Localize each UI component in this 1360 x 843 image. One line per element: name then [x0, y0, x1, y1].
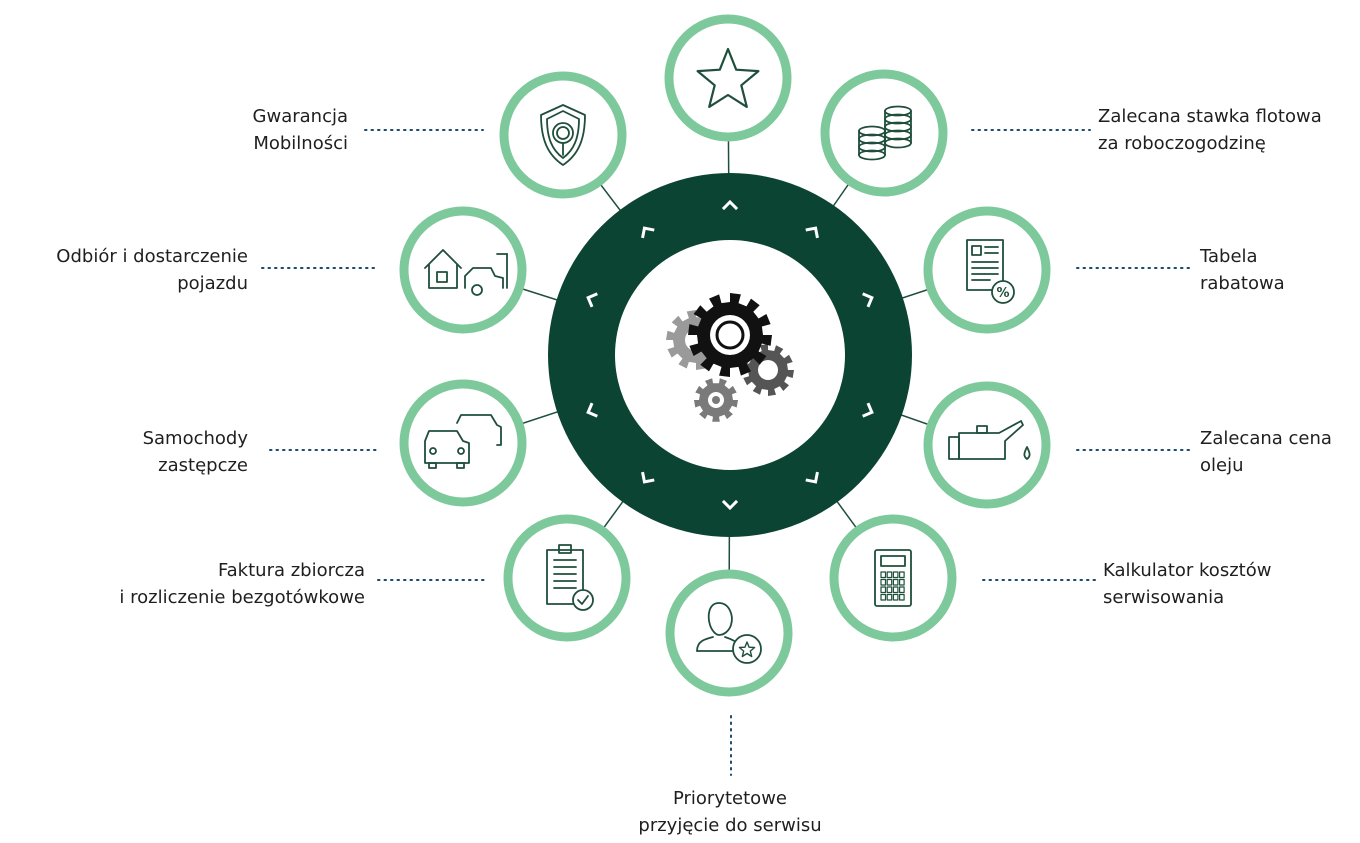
- label-samochody-line2: zastępcze: [158, 455, 248, 476]
- star-icon: [696, 47, 760, 108]
- label-samochody: Samochody zastępcze: [100, 425, 248, 479]
- node-faktura: [503, 514, 631, 642]
- chevron-icon: [805, 471, 819, 484]
- label-kalkulator-line1: Kalkulator kosztów: [1103, 560, 1272, 581]
- gears-icon: [666, 293, 794, 422]
- label-gwarancja-line2: Mobilności: [253, 133, 348, 154]
- node-odbior: [399, 206, 527, 334]
- node-gwarancja: [499, 71, 627, 199]
- label-odbior-line1: Odbiór i dostarczenie: [56, 246, 248, 267]
- clipboard-check-icon: [546, 544, 594, 611]
- node-star: [664, 14, 792, 142]
- shield-icon: [540, 104, 586, 166]
- chevron-icon: [862, 292, 874, 308]
- chevron-icon: [721, 499, 739, 511]
- label-faktura: Faktura zbiorcza i rozliczenie bezgotówk…: [40, 557, 365, 611]
- label-faktura-line2: i rozliczenie bezgotówkowe: [119, 587, 365, 608]
- node-olej: [923, 381, 1051, 509]
- label-priorytet-line1: Priorytetowe: [672, 788, 787, 809]
- label-odbior-line2: pojazdu: [177, 273, 248, 294]
- chevron-icon: [641, 471, 655, 484]
- chevron-icon: [586, 402, 598, 418]
- node-samochody: [399, 379, 527, 507]
- label-stawka-line2: za roboczogodzinę: [1098, 133, 1266, 154]
- coins-icon: [858, 105, 912, 161]
- label-kalkulator-line2: serwisowania: [1103, 587, 1225, 608]
- label-stawka-line1: Zalecana stawka flotowa: [1098, 106, 1322, 127]
- label-odbior: Odbiór i dostarczenie pojazdu: [10, 243, 248, 297]
- calculator-icon: [874, 549, 912, 607]
- label-priorytet: Priorytetowe przyjęcie do serwisu: [590, 785, 870, 839]
- node-priorytet: [665, 569, 793, 697]
- label-olej-line2: oleju: [1200, 455, 1244, 476]
- node-kalkulator: [829, 514, 957, 642]
- label-priorytet-line2: przyjęcie do serwisu: [638, 815, 822, 836]
- person-star-icon: [696, 602, 762, 664]
- cars-icon: [424, 414, 502, 469]
- label-olej: Zalecana cena oleju: [1200, 425, 1350, 479]
- oil-can-icon: [948, 420, 1031, 460]
- label-gwarancja-line1: Gwarancja: [252, 106, 348, 127]
- house-car-icon: [424, 249, 508, 296]
- label-tabela-line1: Tabela: [1200, 246, 1258, 267]
- dotted-leaders: [261, 129, 1191, 776]
- chevron-icon: [721, 199, 739, 211]
- ring-chevrons: [586, 199, 874, 511]
- node-tabela: [923, 206, 1051, 334]
- label-olej-line1: Zalecana cena: [1200, 428, 1332, 449]
- label-kalkulator: Kalkulator kosztów serwisowania: [1103, 557, 1323, 611]
- chevron-icon: [805, 226, 819, 239]
- label-gwarancja: Gwarancja Mobilności: [230, 103, 348, 157]
- label-tabela-line2: rabatowa: [1200, 273, 1285, 294]
- chevron-icon: [862, 402, 874, 418]
- discount-document-icon: %: [966, 239, 1015, 304]
- label-tabela: Tabela rabatowa: [1200, 243, 1320, 297]
- svg-text:%: %: [996, 286, 1009, 301]
- chevron-icon: [586, 292, 598, 308]
- label-samochody-line1: Samochody: [142, 428, 248, 449]
- label-faktura-line1: Faktura zbiorcza: [217, 560, 365, 581]
- chevron-icon: [641, 226, 655, 239]
- benefit-nodes: %: [399, 14, 1051, 697]
- label-stawka: Zalecana stawka flotowa za roboczogodzin…: [1098, 103, 1348, 157]
